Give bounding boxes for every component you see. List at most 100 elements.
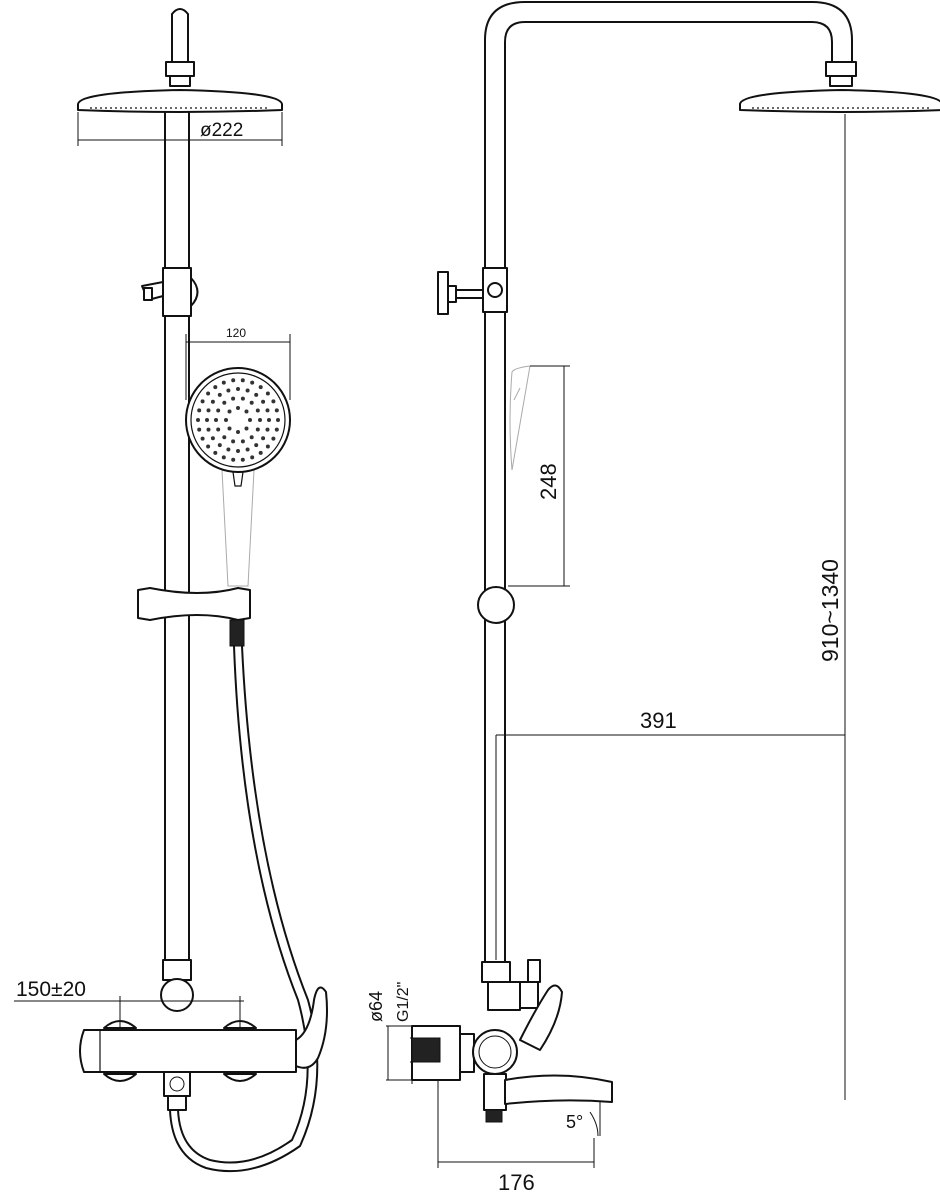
front-diverter-body xyxy=(162,267,192,317)
dim-arm-reach: 391 xyxy=(496,708,845,736)
nozzle-dot xyxy=(222,400,227,405)
nozzle-dot xyxy=(213,385,218,390)
nozzle-dot xyxy=(236,406,240,410)
nozzle-dot xyxy=(244,409,249,414)
dim-inlet-spacing-label: 150±20 xyxy=(16,978,86,1001)
side-overhead-arm xyxy=(484,1,853,269)
nozzle-dot xyxy=(231,378,236,383)
nozzle-dot xyxy=(271,436,276,441)
nozzle-dot xyxy=(258,418,262,422)
nozzle-dot xyxy=(250,380,255,385)
nozzle-dot xyxy=(196,418,200,422)
nozzle-dot xyxy=(236,430,240,434)
front-hand-shower xyxy=(185,367,291,587)
nozzle-dot xyxy=(214,418,218,422)
nozzle-dot xyxy=(249,400,254,405)
front-mixer-neck xyxy=(162,959,192,981)
nozzle-dot xyxy=(217,392,222,397)
front-slide-holder xyxy=(137,587,251,621)
nozzle-dot xyxy=(274,408,279,413)
nozzle-dot xyxy=(240,457,245,462)
nozzle-dot xyxy=(231,457,236,462)
nozzle-dot xyxy=(255,408,260,413)
nozzle-dot xyxy=(197,408,202,413)
nozzle-dot xyxy=(254,392,259,397)
front-hose xyxy=(177,645,309,1164)
nozzle-dot xyxy=(217,443,222,448)
nozzle-dot xyxy=(226,447,231,452)
nozzle-dot xyxy=(245,388,250,393)
nozzle-dot xyxy=(206,444,211,449)
nozzle-dot xyxy=(258,385,263,390)
side-mixer-dial xyxy=(472,1029,518,1075)
dim-escutcheon: ø64 G1/2" xyxy=(366,982,424,1084)
nozzle-dot xyxy=(265,427,270,432)
nozzle-dot xyxy=(244,426,249,431)
side-bath-spout xyxy=(504,1074,613,1105)
front-mixer-knob xyxy=(160,978,194,1012)
front-hose-connector xyxy=(229,619,245,647)
nozzle-dot xyxy=(210,399,215,404)
nozzle-dot xyxy=(206,391,211,396)
dim-depth-label: 176 xyxy=(498,1170,535,1195)
nozzle-dot xyxy=(221,380,226,385)
dim-escutcheon-diameter-label: ø64 xyxy=(366,991,386,1022)
nozzle-dot xyxy=(265,444,270,449)
nozzle-dot xyxy=(210,436,215,441)
nozzle-dot xyxy=(258,450,263,455)
front-mixer-lever xyxy=(295,986,328,1069)
nozzle-dot xyxy=(222,435,227,440)
dim-height-range-label: 910~1340 xyxy=(817,559,843,662)
nozzle-dot xyxy=(205,418,209,422)
front-top-nut xyxy=(165,61,195,77)
nozzle-dot xyxy=(265,408,270,413)
side-mixer-lever xyxy=(519,984,563,1051)
nozzle-dot xyxy=(200,399,205,404)
dim-hand-shower-width: 120 xyxy=(185,326,291,400)
dim-hand-shower-width-label: 120 xyxy=(226,326,246,340)
nozzle-dot xyxy=(226,388,231,393)
nozzle-dot xyxy=(276,418,280,422)
side-rain-head xyxy=(739,89,940,113)
front-view: ø222 120 150±20 xyxy=(14,8,328,1173)
side-mixer-neck xyxy=(481,961,511,983)
nozzle-dot xyxy=(221,455,226,460)
nozzle-dot xyxy=(240,396,245,401)
side-view: 248 910~1340 391 ø64 G1/2" 5° xyxy=(366,1,940,1195)
dim-hand-shower-length-label: 248 xyxy=(536,463,561,500)
side-slide-holder-knob xyxy=(477,586,515,624)
dim-spout-angle: 5° xyxy=(566,1102,601,1137)
dim-spout-angle-label: 5° xyxy=(566,1112,583,1132)
nozzle-dot xyxy=(200,436,205,441)
nozzle-dot xyxy=(249,435,254,440)
front-bottom-outlet xyxy=(163,1071,191,1097)
dim-arm-reach-label: 391 xyxy=(640,708,677,733)
front-mixer-body xyxy=(79,1029,297,1073)
nozzle-dot xyxy=(227,426,232,431)
nozzle-dot xyxy=(265,391,270,396)
nozzle-dot xyxy=(213,450,218,455)
nozzle-dot xyxy=(267,418,271,422)
nozzle-dot xyxy=(261,436,266,441)
nozzle-dot xyxy=(236,387,240,391)
nozzle-dot xyxy=(206,408,211,413)
dim-head-diameter: ø222 xyxy=(77,112,283,146)
nozzle-dot xyxy=(216,408,221,413)
nozzle-dot xyxy=(197,427,202,432)
nozzle-dot xyxy=(250,455,255,460)
nozzle-dot xyxy=(274,427,279,432)
nozzle-dot xyxy=(254,443,259,448)
nozzle-dot xyxy=(255,427,260,432)
nozzle-dot xyxy=(206,427,211,432)
nozzle-dot xyxy=(231,439,236,444)
front-rain-head xyxy=(77,89,283,113)
nozzle-dot xyxy=(245,447,250,452)
dim-inlet-thread-label: G1/2" xyxy=(395,982,412,1022)
nozzle-dot xyxy=(261,399,266,404)
dim-depth: 176 xyxy=(437,1080,595,1195)
dim-hand-shower-length: 248 xyxy=(508,365,570,587)
dim-head-diameter-label: ø222 xyxy=(200,120,243,141)
side-diverter-handle xyxy=(437,271,449,315)
nozzle-dot xyxy=(224,418,228,422)
